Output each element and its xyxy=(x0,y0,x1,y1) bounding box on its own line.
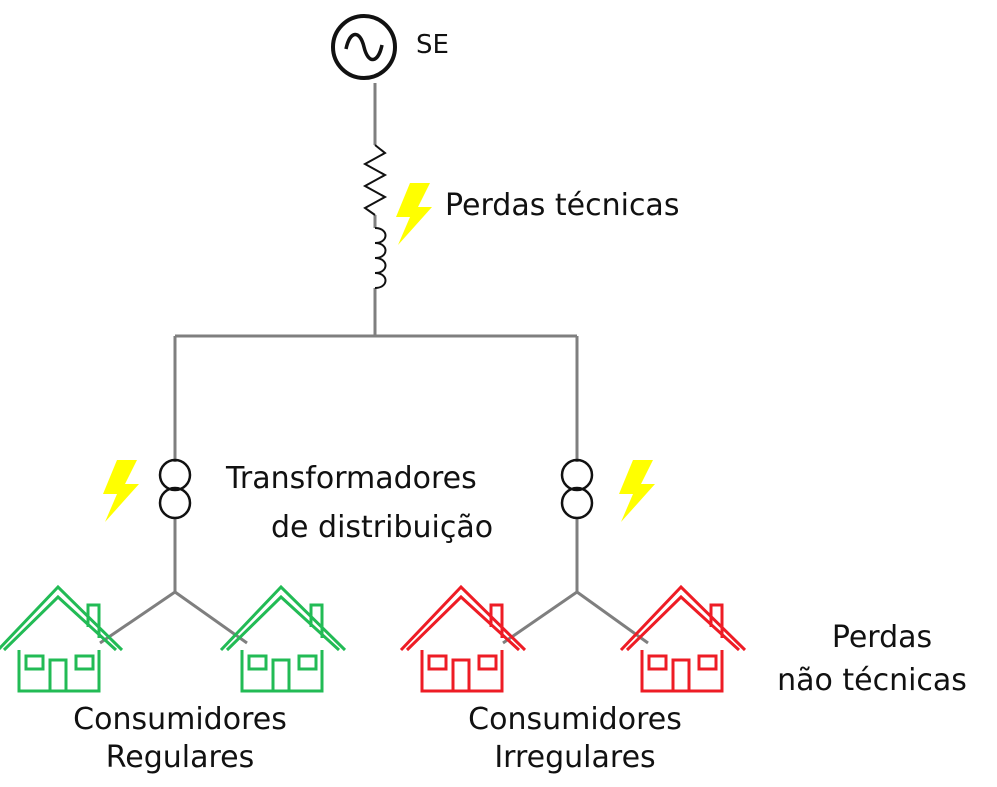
non-technical-losses-label-line1: Perdas xyxy=(831,620,933,655)
house-icon-regular-2 xyxy=(219,585,347,693)
transformer-icon-right xyxy=(560,458,594,520)
technical-losses-label: Perdas técnicas xyxy=(445,188,680,223)
lightning-icon-right-transformer xyxy=(619,460,655,522)
transformers-label-line1: Transformadores xyxy=(226,461,477,496)
inductor-icon xyxy=(374,227,387,289)
irregular-consumers-label-line1: Consumidores xyxy=(468,702,682,737)
regular-consumers-label-line1: Consumidores xyxy=(73,702,287,737)
house-icon-irregular-1 xyxy=(399,585,527,693)
lightning-icon-technical xyxy=(396,183,432,245)
lightning-icon-left-transformer xyxy=(103,460,139,522)
generator-icon xyxy=(331,14,397,80)
resistor-icon xyxy=(362,144,388,216)
regular-consumers-label-line2: Regulares xyxy=(105,740,255,775)
non-technical-losses-label-line2: não técnicas xyxy=(777,663,967,698)
substation-label: SE xyxy=(416,30,449,60)
transformers-label-line2: de distribuição xyxy=(271,510,494,545)
house-icon-regular-1 xyxy=(0,585,124,693)
irregular-consumers-label-line2: Irregulares xyxy=(494,740,656,775)
transformer-icon-left xyxy=(158,458,192,520)
house-icon-irregular-2 xyxy=(619,585,747,693)
feeder-line xyxy=(99,83,649,645)
